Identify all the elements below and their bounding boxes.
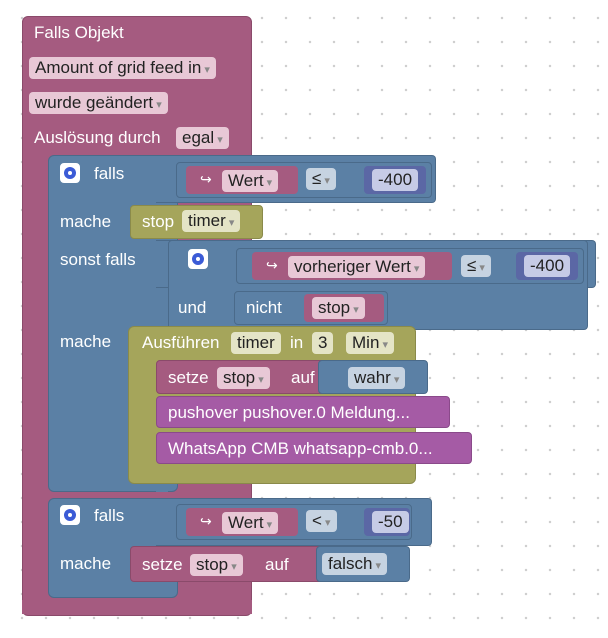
num-field-1[interactable]: -400 [372,169,419,191]
set-var-dropdown-1[interactable]: stop [217,367,270,389]
to-label-2: auf [265,555,289,574]
set-label-1: setze [168,368,209,387]
stop-var-dropdown[interactable]: stop [312,297,365,319]
run-label: Ausführen [142,333,220,352]
in-label: in [290,333,304,352]
op-dropdown-1[interactable]: ≤ [306,168,336,190]
timer-name-field[interactable]: timer [231,332,281,354]
var-dropdown-2[interactable]: vorheriger Wert [288,256,426,278]
pushover-block[interactable] [156,396,450,428]
var-dropdown-3[interactable]: Wert [222,512,279,534]
trigger-dropdown[interactable]: egal [176,127,229,149]
bool-dropdown-1[interactable]: wahr [348,367,406,389]
unit-dropdown[interactable]: Min [346,332,394,354]
if1-do2-label: mache [60,332,112,351]
whatsapp-block[interactable] [156,432,472,464]
set-label-2: setze [142,555,183,574]
to-label-1: auf [291,368,315,387]
object-dropdown[interactable]: Amount of grid feed in [29,57,216,79]
amount-field[interactable]: 3 [312,332,334,354]
elseif-label: sonst falls [60,250,136,269]
and-label: und [178,298,207,317]
num-field-3[interactable]: -50 [372,511,409,533]
set-var-dropdown-2[interactable]: stop [190,554,243,576]
event-title: Falls Objekt [34,23,124,42]
and-gear-icon[interactable] [188,249,208,269]
return-arrow-icon: ↪ [200,171,212,187]
if1-do-label: mache [60,212,112,231]
timer-dropdown[interactable]: timer [182,210,241,232]
num-field-2[interactable]: -400 [524,255,571,277]
not-label: nicht [246,298,282,317]
trigger-label: Auslösung durch [34,128,161,147]
if2-if-label: falls [94,506,125,525]
op-dropdown-2[interactable]: ≤ [461,255,491,277]
bool-dropdown-2[interactable]: falsch [322,553,387,575]
op-dropdown-3[interactable]: < [306,510,337,532]
var-dropdown-1[interactable]: Wert [222,170,279,192]
if1-if-label: falls [94,164,125,183]
condition-dropdown[interactable]: wurde geändert [29,92,168,114]
if2-gear-icon[interactable] [60,505,80,525]
stop-label: stop [142,212,175,231]
pushover-label: pushover pushover.0 Meldung... [168,403,410,422]
whatsapp-label: WhatsApp CMB whatsapp-cmb.0... [168,439,433,458]
return-arrow-icon: ↪ [200,513,212,529]
if2-do-label: mache [60,554,112,573]
return-arrow-icon: ↪ [266,257,278,273]
event-block-bottom-bar [22,600,252,614]
if1-gear-icon[interactable] [60,163,80,183]
